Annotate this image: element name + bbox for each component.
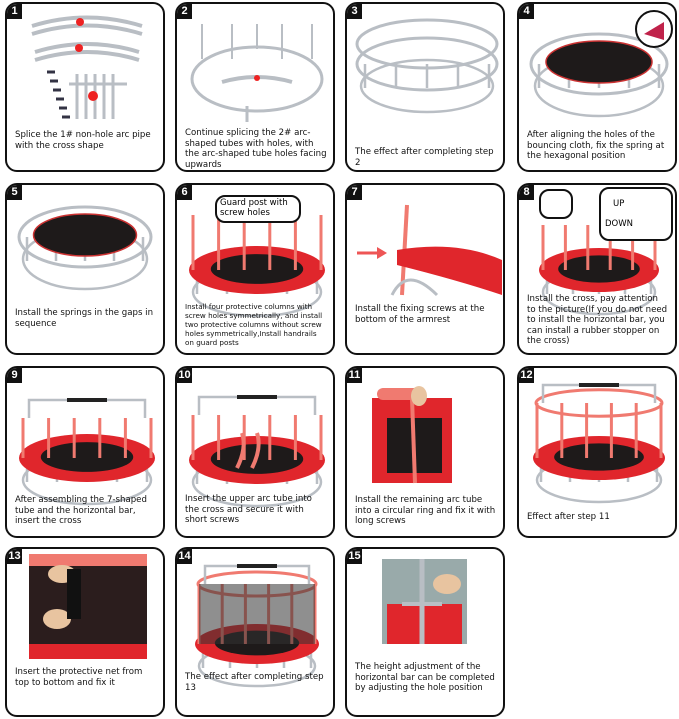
step-number-badge: 12	[519, 368, 534, 383]
step-2-illustration	[190, 24, 324, 122]
step-number-badge: 6	[177, 185, 192, 200]
step-panel-1: 1 Splice the 1# non-hole arc pipe with t…	[5, 2, 165, 172]
step-caption: The height adjustment of the horizontal …	[355, 662, 495, 694]
step-caption: After aligning the holes of the bouncing…	[527, 130, 665, 162]
step-10-illustration	[189, 395, 325, 508]
step-caption: Install four protective columns with scr…	[185, 302, 323, 347]
step-number-badge: 2	[177, 4, 192, 19]
step-number-badge: 3	[347, 4, 362, 19]
step-panel-7: 7 Install the fixing screws at the botto…	[345, 183, 505, 355]
step-number-badge: 10	[177, 368, 192, 383]
step-number-badge: 8	[519, 185, 534, 200]
step-panel-13: 13 Insert the protective net from top to…	[5, 547, 165, 717]
step-caption: Insert the protective net from top to bo…	[15, 667, 143, 688]
step-number-badge: 13	[7, 549, 22, 564]
step-caption: Install the springs in the gaps in seque…	[15, 308, 154, 329]
step-panel-8: 8 UP DOWN Install the cross, pay attentio…	[517, 183, 677, 355]
step-panel-15: 15 The height adjustment of the horizont…	[345, 547, 505, 717]
step-number-badge: 4	[519, 4, 534, 19]
step-panel-14: 14 The effect after completing step 13	[175, 547, 335, 717]
step-14-illustration	[195, 564, 319, 688]
step-caption: The effect after completing step 2	[355, 147, 494, 168]
step-panel-12: 12 Effect after step 11	[517, 366, 677, 538]
callout-guard-post: Guard post with screw holes	[215, 195, 301, 223]
callout-up-down: UP DOWN	[599, 187, 673, 241]
step-panel-9: 9 After assembling the 7-shaped tube and…	[5, 366, 165, 538]
step-panel-11: 11 Install the remaining arc tube into a…	[345, 366, 505, 538]
step-4-illustration	[529, 10, 673, 118]
step-12-illustration	[533, 383, 665, 504]
step-caption: Effect after step 11	[527, 512, 610, 522]
step-number-badge: 9	[7, 368, 22, 383]
step-number-badge: 15	[347, 549, 362, 564]
step-caption: After assembling the 7-shaped tube and t…	[15, 495, 147, 527]
step-caption: Install the cross, pay attention to the …	[527, 294, 668, 347]
step-number-badge: 14	[177, 549, 192, 564]
up-label: UP	[613, 199, 625, 209]
step-number-badge: 5	[7, 185, 22, 200]
step-6-illustration	[189, 215, 325, 318]
step-panel-6: 6 Guard post with screw holes Install fo…	[175, 183, 335, 355]
step-panel-2: 2 Continue splicing the 2# arc-shaped tu…	[175, 2, 335, 172]
step-7-illustration	[357, 204, 502, 297]
step-caption: Splice the 1# non-hole arc pipe with the…	[15, 130, 151, 151]
step-panel-5: 5 Install the springs in the gaps in seq…	[5, 183, 165, 355]
step-caption: Insert the upper arc tube into the cross…	[185, 494, 312, 526]
step-number-badge: 7	[347, 185, 362, 200]
step-15-illustration	[382, 559, 467, 644]
step-caption: Install the remaining arc tube into a ci…	[355, 495, 496, 527]
cross-detail	[539, 189, 573, 219]
step-11-illustration	[372, 386, 452, 484]
step-9-illustration	[19, 398, 155, 506]
step-5-illustration	[17, 205, 153, 291]
step-number-badge: 11	[347, 368, 362, 383]
down-label: DOWN	[605, 219, 633, 229]
step-13-illustration	[29, 554, 147, 659]
step-panel-4: 4 After aligning the holes of the bounci…	[517, 2, 677, 172]
step-3-illustration	[355, 18, 499, 114]
step-panel-10: 10 Insert the upper arc tube into the cr…	[175, 366, 335, 538]
step-1-illustration	[31, 15, 143, 119]
step-caption: Install the fixing screws at the bottom …	[355, 304, 485, 325]
step-panel-3: 3 The effect after completing step 2	[345, 2, 505, 172]
step-caption: The effect after completing step 13	[185, 672, 324, 693]
step-caption: Continue splicing the 2# arc-shaped tube…	[185, 128, 327, 170]
step-number-badge: 1	[7, 4, 22, 19]
